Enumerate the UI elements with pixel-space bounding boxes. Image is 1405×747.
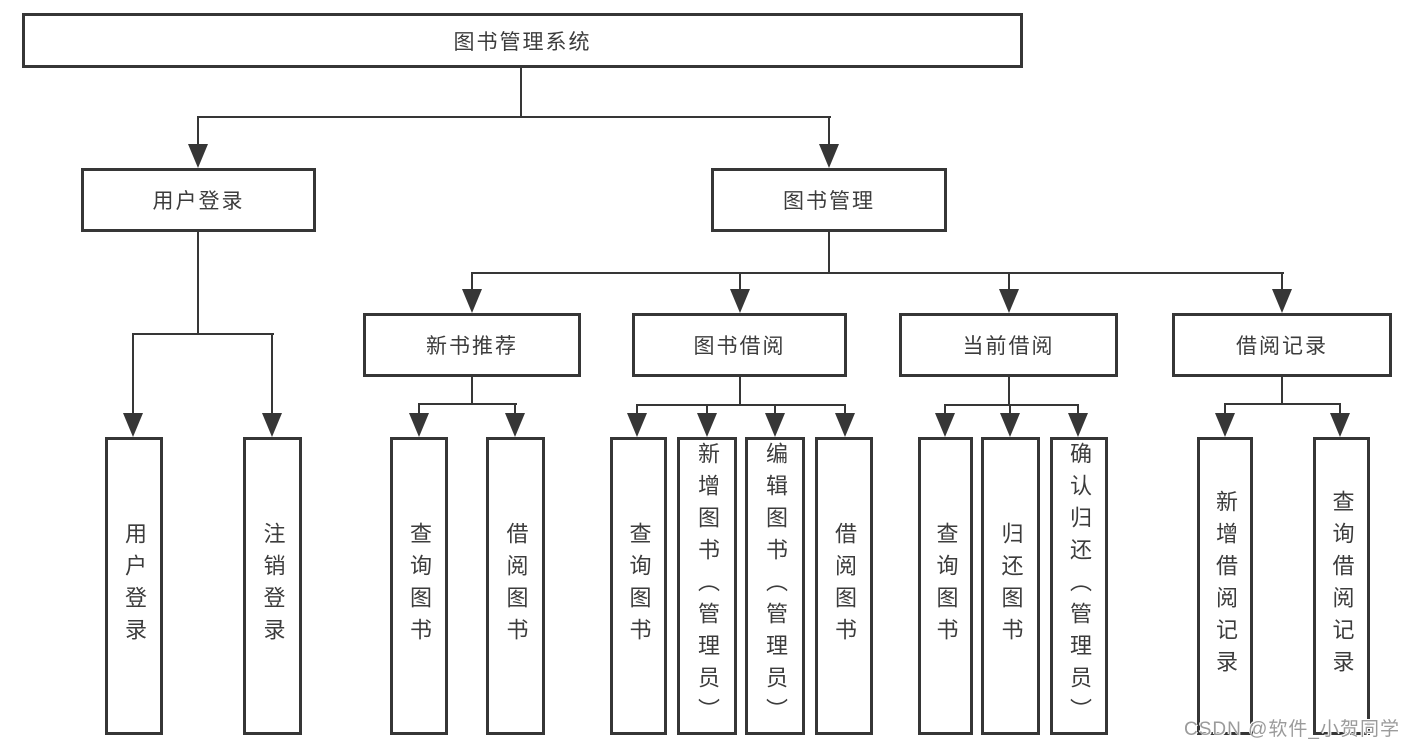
arrow-down-icon [505,413,525,437]
connector-line [1281,377,1283,405]
arrow-down-icon [835,413,855,437]
leaf-add-book-admin-label: 新增图书（管理员） [695,442,720,730]
node-book-borrowing-label: 图书借阅 [693,335,786,358]
arrow-down-icon [123,413,143,437]
connector-line [1008,272,1010,293]
leaf-add-book-admin: 新增图书（管理员） [677,437,737,735]
connector-line [739,272,741,293]
node-root: 图书管理系统 [22,13,1023,68]
leaf-logout-label: 注销登录 [260,522,286,650]
connector-line [828,116,830,148]
connector-line [197,116,831,118]
node-new-book-recommend-label: 新书推荐 [426,335,518,358]
leaf-query-books-recommend-label: 查询图书 [407,522,432,650]
leaf-query-borrow-record-label: 查询借阅记录 [1329,490,1355,682]
connector-line [1009,404,1011,419]
connector-line [1224,403,1226,419]
arrow-down-icon [1272,289,1292,313]
node-borrowing-records: 借阅记录 [1172,313,1392,377]
leaf-logout: 注销登录 [243,437,302,735]
leaf-edit-book-admin: 编辑图书（管理员） [745,437,805,735]
connector-line [197,116,199,148]
leaf-query-books-current-label: 查询图书 [933,522,959,650]
arrow-down-icon [935,413,955,437]
node-borrowing-records-label: 借阅记录 [1236,335,1328,358]
connector-line [844,404,846,419]
connector-line [197,232,199,335]
arrow-down-icon [730,289,750,313]
node-user-login: 用户登录 [81,168,316,232]
arrow-down-icon [1000,413,1020,437]
connector-line [418,403,420,419]
arrow-down-icon [1215,413,1235,437]
connector-line [1224,403,1341,405]
leaf-confirm-return-admin-label: 确认归还（管理员） [1067,442,1092,730]
leaf-borrow-books: 借阅图书 [815,437,873,735]
leaf-edit-book-admin-label: 编辑图书（管理员） [763,442,788,730]
node-book-management: 图书管理 [711,168,947,232]
leaf-query-books-recommend: 查询图书 [390,437,448,735]
connector-line [514,403,516,419]
connector-line [520,67,522,118]
arrow-down-icon [819,144,839,168]
connector-line [132,333,274,335]
leaf-add-borrow-record-label: 新增借阅记录 [1213,490,1238,682]
node-current-borrowing-label: 当前借阅 [962,335,1055,358]
arrow-down-icon [188,144,208,168]
arrow-down-icon [409,413,429,437]
arrow-down-icon [697,413,717,437]
connector-line [471,377,473,405]
leaf-borrow-books-recommend: 借阅图书 [486,437,545,735]
arrow-down-icon [627,413,647,437]
leaf-borrow-books-label: 借阅图书 [832,522,857,650]
leaf-query-borrow-record: 查询借阅记录 [1313,437,1370,735]
node-current-borrowing: 当前借阅 [899,313,1118,377]
node-book-management-label: 图书管理 [783,190,875,213]
connector-line [418,403,517,405]
connector-line [1281,272,1283,293]
leaf-return-books-label: 归还图书 [998,522,1024,650]
arrow-down-icon [462,289,482,313]
connector-line [471,272,1284,274]
leaf-query-books-current: 查询图书 [918,437,973,735]
connector-line [944,404,946,419]
node-user-login-label: 用户登录 [152,190,245,213]
arrow-down-icon [765,413,785,437]
leaf-user-login-label: 用户登录 [122,522,147,650]
arrow-down-icon [1330,413,1350,437]
connector-line [739,377,741,406]
arrow-down-icon [999,289,1019,313]
node-root-label: 图书管理系统 [453,30,592,54]
connector-line [471,272,473,293]
leaf-query-books-borrow-label: 查询图书 [626,522,652,650]
node-new-book-recommend: 新书推荐 [363,313,581,377]
connector-line [132,333,134,417]
connector-line [944,404,1079,406]
connector-line [1077,404,1079,419]
connector-line [774,404,776,419]
node-book-borrowing: 图书借阅 [632,313,847,377]
connector-line [1008,377,1010,406]
arrow-down-icon [1068,413,1088,437]
connector-line [1339,403,1341,419]
connector-line [636,404,638,419]
leaf-add-borrow-record: 新增借阅记录 [1197,437,1253,735]
connector-line [271,333,273,417]
leaf-borrow-books-recommend-label: 借阅图书 [503,522,529,650]
connector-line [636,404,846,406]
leaf-return-books: 归还图书 [981,437,1040,735]
connector-line [828,232,830,274]
leaf-user-login: 用户登录 [105,437,163,735]
csdn-watermark: CSDN @软件_小贺同学 [1184,719,1400,740]
leaf-query-books-borrow: 查询图书 [610,437,667,735]
connector-line [706,404,708,419]
leaf-confirm-return-admin: 确认归还（管理员） [1050,437,1108,735]
arrow-down-icon [262,413,282,437]
